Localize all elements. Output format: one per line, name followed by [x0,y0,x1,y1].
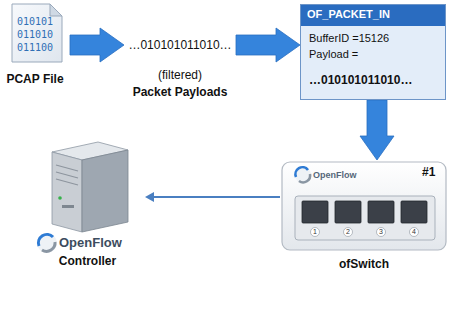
arrow-head [145,192,154,202]
server-icon [52,142,128,232]
block-arrow [70,28,124,62]
switch-body [282,162,446,250]
port-number: 2 [342,228,354,236]
port-number: 1 [309,228,321,236]
note-text: (filtered) [124,68,236,82]
logo-swirl [37,233,57,253]
device-label: Controller [30,254,145,268]
flow-arrow [236,28,300,62]
logo-text: OpenFlow [59,235,122,251]
file-icon: 010101 011010 011100PCAP File [0,0,70,90]
group-label: Packet Payloads [124,85,236,99]
controller-server: OpenFlowController [30,140,145,270]
port-number: 3 [375,228,387,236]
payload-group: …010101011010… (filtered) Packet Payloads [124,34,236,104]
message-box: OF_PACKET_IN BufferID =15126Payload = …010… [300,4,446,100]
device-number: #1 [422,165,435,179]
logo-swirl [295,167,311,183]
arrow-line [153,196,280,198]
field-text: BufferID =15126 [309,32,389,45]
switch-device: OpenFlow #1 1 2 3 4 ofSwitch [280,160,448,278]
port-number: 4 [408,228,420,236]
binary-text: …010101011010… [309,73,412,87]
block-arrow [360,100,394,160]
binary-text: …010101011010… [124,38,236,52]
device-label: ofSwitch [280,257,448,271]
file-label: PCAP File [0,72,70,86]
message-title: OF_PACKET_IN [307,8,390,21]
block-arrow [236,28,300,62]
logo-text: OpenFlow [313,170,357,181]
document-icon [12,4,62,62]
field-text: Payload = [309,48,358,61]
binary-text: 010101 011010 011100 [17,15,59,54]
flow-arrow [360,100,394,160]
message-arrow [145,192,280,202]
flow-arrow [70,28,124,62]
